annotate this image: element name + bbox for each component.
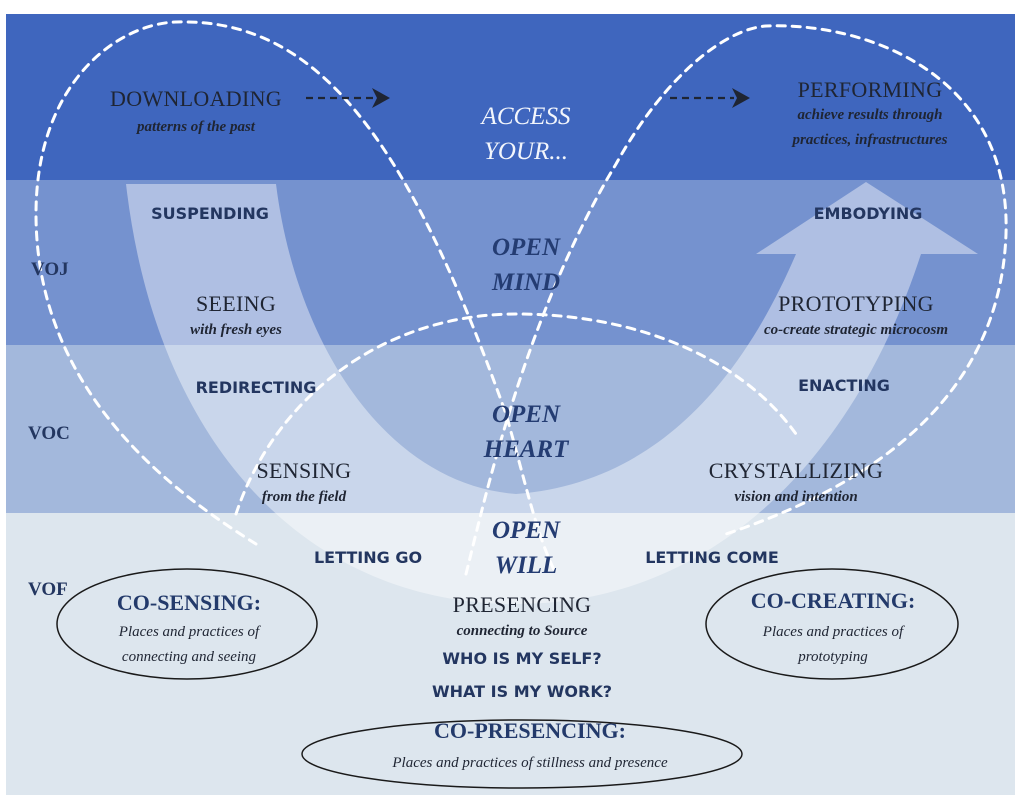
ellipses	[56, 568, 959, 789]
co-sensing-title: CO-SENSING:	[116, 590, 262, 615]
downloading-title: DOWNLOADING	[110, 86, 282, 111]
band-voj	[6, 180, 1015, 345]
open-heart-line-1: OPEN	[491, 401, 561, 428]
co-sensing-line-1: Places and practices of	[118, 624, 260, 640]
co-creating-line-2: prototyping	[798, 649, 868, 665]
presencing-subtitle: connecting to Source	[456, 623, 588, 639]
band-voc	[6, 345, 1015, 513]
suspending-label: SUSPENDING	[151, 204, 269, 223]
u-theory-diagram: DOWNLOADING patterns of the past ACCESS …	[6, 14, 1015, 795]
dashed-right-loop	[464, 24, 1008, 576]
embodying-label: EMBODYING	[813, 204, 923, 223]
co-creating-ellipse	[705, 568, 959, 680]
prototyping-subtitle: co-create strategic microcosm	[763, 322, 949, 338]
co-presencing-line-1: Places and practices of stillness and pr…	[392, 755, 668, 771]
access-line-2: YOUR...	[483, 138, 569, 165]
open-will-line-2: WILL	[494, 552, 558, 579]
presencing-title: PRESENCING	[452, 592, 592, 617]
open-heart-line-2: HEART	[483, 436, 569, 463]
dashed-middle-arc	[234, 312, 798, 516]
band-top	[6, 14, 1015, 180]
sensing-title: SENSING	[256, 458, 352, 483]
open-mind-line-1: OPEN	[491, 234, 561, 261]
co-sensing-line-2: connecting and seeing	[121, 649, 257, 665]
downloading-subtitle: patterns of the past	[137, 119, 255, 135]
co-creating-line-1: Places and practices of	[762, 624, 904, 640]
letting-come-label: LETTING COME	[645, 548, 779, 567]
performing-arrow-head	[732, 88, 750, 108]
redirecting-label: REDIRECTING	[195, 378, 317, 397]
performing-title: PERFORMING	[797, 77, 943, 102]
performing-subtitle-line-2: practices, infrastructures	[792, 132, 948, 148]
band-vof	[6, 513, 1015, 795]
diagram-shapes	[34, 20, 1008, 789]
access-line-1: ACCESS	[481, 103, 571, 130]
downloading-arrow-head	[372, 88, 390, 108]
crystallizing-title: CRYSTALLIZING	[708, 458, 884, 483]
u-arrow-shape	[126, 182, 978, 604]
level-voc: VOC	[28, 423, 70, 444]
enacting-label: ENACTING	[798, 376, 890, 395]
open-mind-line-2: MIND	[491, 269, 561, 296]
dashed-left-loop	[34, 20, 558, 576]
open-will-line-1: OPEN	[491, 517, 561, 544]
co-presencing-title: CO-PRESENCING:	[434, 718, 626, 743]
question-who-is-my-self: WHO IS MY SELF?	[442, 649, 602, 668]
co-creating-title: CO-CREATING:	[750, 588, 916, 613]
prototyping-title: PROTOTYPING	[778, 291, 934, 316]
level-vof: VOF	[28, 579, 68, 600]
sensing-subtitle: from the field	[261, 489, 347, 505]
seeing-title: SEEING	[195, 291, 277, 316]
question-what-is-my-work: WHAT IS MY WORK?	[431, 682, 613, 701]
dashed-loops	[34, 20, 1008, 576]
crystallizing-subtitle: vision and intention	[734, 489, 858, 505]
co-sensing-ellipse	[56, 568, 318, 680]
letting-go-label: LETTING GO	[313, 548, 423, 567]
seeing-subtitle: with fresh eyes	[190, 322, 282, 338]
level-voj: VOJ	[31, 259, 69, 280]
co-presencing-ellipse	[301, 719, 743, 789]
performing-subtitle-line-1: achieve results through	[797, 107, 943, 123]
